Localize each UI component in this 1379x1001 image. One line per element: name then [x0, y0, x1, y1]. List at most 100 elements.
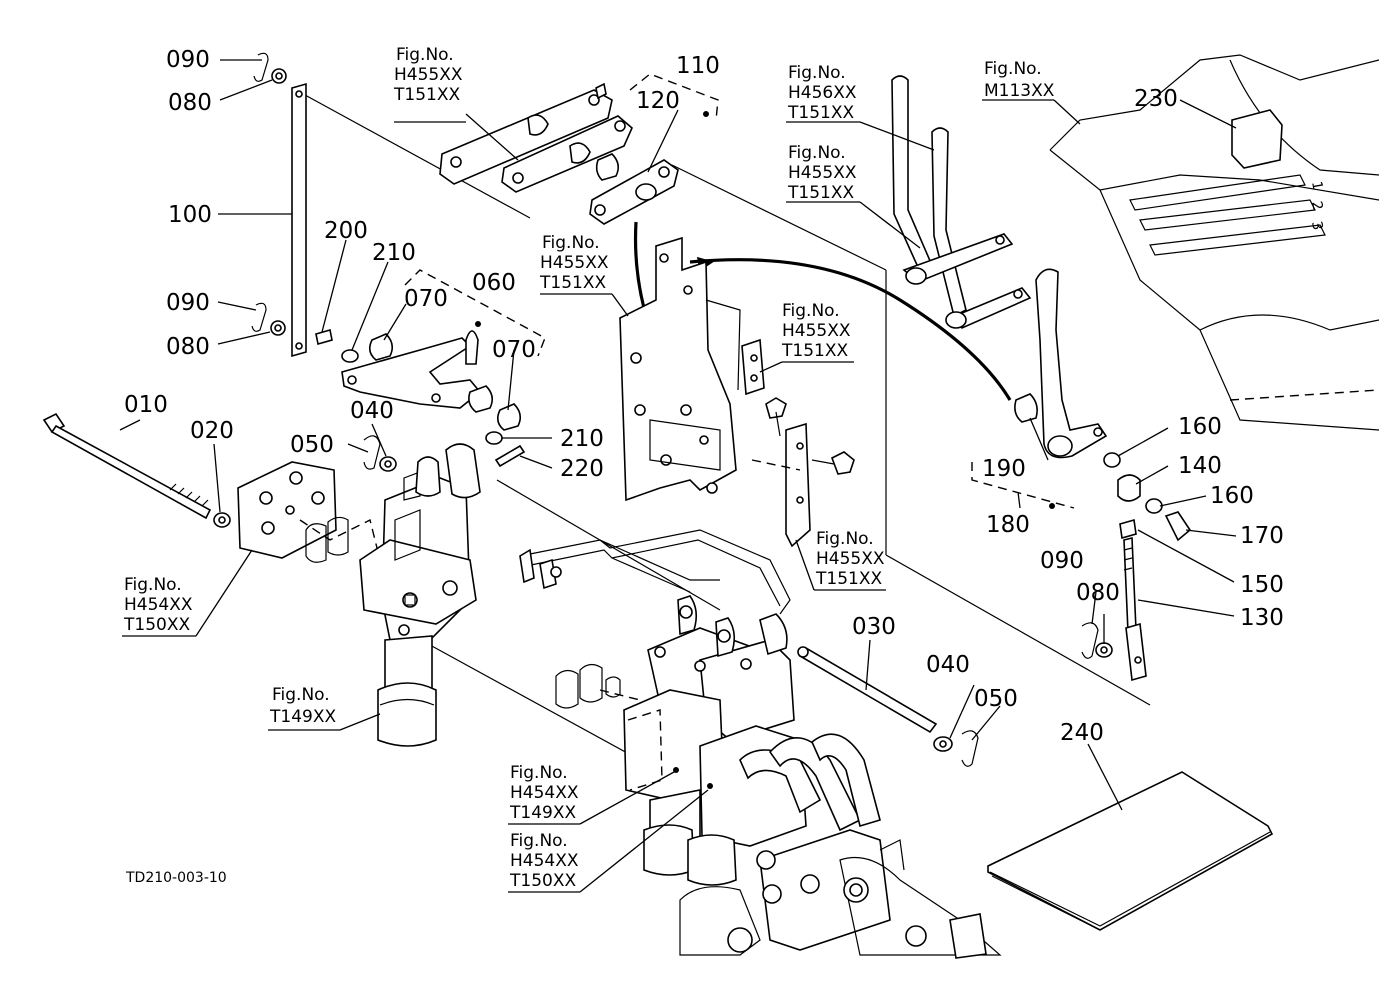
fig-leaders: [122, 99, 1081, 893]
tractor-housing: 1 2 3: [1049, 54, 1379, 431]
gate-mark-1: 1: [1308, 180, 1325, 192]
part-labels: 090 080 100 090 080 200 210 070 060 070 …: [124, 47, 1284, 746]
part-label-090: 090: [166, 290, 210, 316]
fig-ref-code: T151XX: [781, 341, 848, 361]
fig-ref-6: Fig.No. H455XX T151XX: [787, 143, 857, 203]
link-plates-110: [439, 82, 709, 225]
fig-ref-title: Fig.No.: [782, 301, 840, 321]
part-label-060: 060: [472, 270, 516, 296]
part-label-080: 080: [166, 334, 210, 360]
fig-ref-code: T150XX: [509, 871, 576, 891]
fig-ref-code: H454XX: [124, 595, 193, 615]
fig-ref-title: Fig.No.: [396, 45, 454, 65]
fig-ref-code: H456XX: [788, 83, 857, 103]
part-label-090: 090: [1040, 548, 1084, 574]
fig-ref-code: H455XX: [788, 163, 857, 183]
selector-lever: [1014, 268, 1192, 542]
fig-ref-title: Fig.No.: [788, 143, 846, 163]
fig-ref-title: Fig.No.: [510, 763, 568, 783]
part-label-140: 140: [1178, 453, 1222, 479]
part-label-020: 020: [190, 418, 234, 444]
fig-ref-1: Fig.No. H455XX T151XX: [393, 45, 463, 105]
fig-ref-2: Fig.No. H455XX T151XX: [539, 233, 609, 293]
hydraulic-block: [679, 829, 1002, 959]
part-label-230: 230: [1134, 86, 1178, 112]
fig-ref-code: T151XX: [815, 569, 882, 589]
part-label-220: 220: [560, 456, 604, 482]
part-label-110: 110: [676, 53, 720, 79]
control-valve-left: [359, 443, 481, 747]
fig-ref-title: Fig.No.: [984, 59, 1042, 79]
fig-ref-8: Fig.No. H454XX T150XX: [123, 575, 193, 635]
part-label-150: 150: [1240, 572, 1284, 598]
fig-ref-4: Fig.No. H455XX T151XX: [815, 529, 885, 589]
part-label-210: 210: [372, 240, 416, 266]
leader-lines: [119, 59, 1237, 811]
part-label-070: 070: [404, 286, 448, 312]
fig-ref-title: Fig.No.: [816, 529, 874, 549]
reference-lines: [304, 94, 1151, 761]
linkage-frame: [519, 529, 791, 615]
part-label-200: 200: [324, 218, 368, 244]
fig-ref-code: T150XX: [123, 615, 190, 635]
part-label-170: 170: [1240, 523, 1284, 549]
part-label-010: 010: [124, 392, 168, 418]
gate-mark-3: 3: [1308, 220, 1325, 232]
fig-ref-9: Fig.No. T149XX: [269, 685, 336, 727]
fig-ref-code: H455XX: [816, 549, 885, 569]
part-label-070: 070: [492, 337, 536, 363]
fig-ref-code: H455XX: [782, 321, 851, 341]
part-label-050: 050: [290, 432, 334, 458]
fig-ref-code: M113XX: [984, 81, 1055, 101]
rod-130: [1081, 536, 1147, 682]
lever-assembly-bracket: [404, 269, 546, 357]
part-label-030: 030: [852, 614, 896, 640]
part-label-080: 080: [168, 90, 212, 116]
fig-ref-3: Fig.No. H455XX T151XX: [781, 301, 851, 361]
part-label-160: 160: [1178, 414, 1222, 440]
pin-set-040-050: [363, 435, 397, 472]
fig-ref-code: H455XX: [540, 253, 609, 273]
part-label-210: 210: [560, 426, 604, 452]
fig-ref-code: T151XX: [539, 273, 606, 293]
manual-booklet-240: [987, 771, 1274, 931]
lever-pin-bracket: [971, 462, 1075, 509]
fig-ref-code: H454XX: [510, 783, 579, 803]
fig-ref-title: Fig.No.: [788, 63, 846, 83]
link-plate-bracket: [629, 73, 719, 121]
fig-ref-code: H454XX: [510, 851, 579, 871]
hydraulic-pipes: [739, 733, 881, 832]
fig-ref-title: Fig.No.: [542, 233, 600, 253]
fig-ref-10: Fig.No. H454XX T149XX: [509, 763, 579, 823]
fig-ref-title: Fig.No.: [124, 575, 182, 595]
fig-ref-code: T149XX: [269, 707, 336, 727]
cover-plate: [237, 461, 381, 563]
part-label-090: 090: [166, 47, 210, 73]
fig-ref-code: T151XX: [393, 85, 460, 105]
fig-ref-code: H455XX: [394, 65, 463, 85]
bolt-010: [42, 412, 231, 528]
part-label-240: 240: [1060, 720, 1104, 746]
part-label-130: 130: [1240, 605, 1284, 631]
fig-ref-7: Fig.No. M113XX: [984, 59, 1055, 101]
small-brackets: [741, 338, 855, 548]
part-label-080: 080: [1076, 580, 1120, 606]
part-label-160: 160: [1210, 483, 1254, 509]
fig-ref-code: T151XX: [787, 183, 854, 203]
fig-labels: Fig.No. H455XX T151XX Fig.No. H455XX T15…: [123, 45, 1055, 891]
part-label-040: 040: [350, 398, 394, 424]
bracket-plate: [619, 236, 741, 502]
fig-ref-code: T149XX: [509, 803, 576, 823]
link-rod-100: [251, 52, 307, 358]
fig-ref-code: T151XX: [787, 103, 854, 123]
gate-mark-2: 2: [1308, 200, 1325, 212]
part-label-180: 180: [986, 512, 1030, 538]
lever-060: [315, 321, 526, 468]
fig-ref-title: Fig.No.: [272, 685, 330, 705]
part-label-190: 190: [982, 456, 1026, 482]
fig-ref-5: Fig.No. H456XX T151XX: [787, 63, 857, 123]
shift-levers-upper: [891, 75, 1032, 329]
part-label-040: 040: [926, 652, 970, 678]
part-label-120: 120: [636, 88, 680, 114]
fig-ref-title: Fig.No.: [510, 831, 568, 851]
